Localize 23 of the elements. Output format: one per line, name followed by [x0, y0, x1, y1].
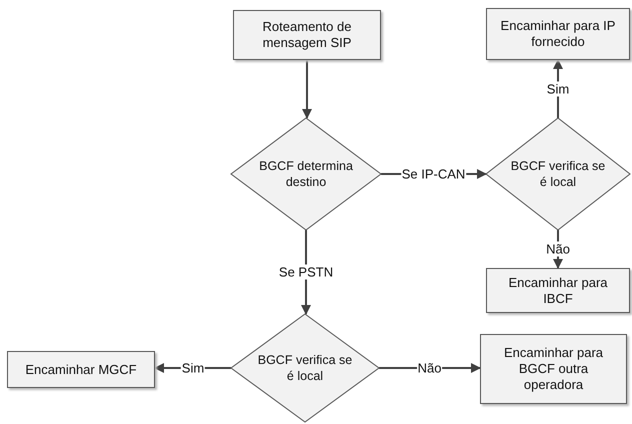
- node-text: Encaminhar para IBCF: [508, 274, 608, 306]
- decision-diamond: [486, 118, 630, 230]
- edge-label: Não: [416, 360, 442, 376]
- edge-label: Sim: [180, 360, 206, 376]
- node-text: Encaminhar MGCF: [25, 362, 137, 378]
- process-box: [486, 8, 630, 60]
- edge-label: Sim: [546, 82, 570, 96]
- node-text: BGCF verifica se é local: [256, 352, 354, 384]
- node-text: Encaminhar para BGCF outra operadora: [503, 345, 604, 393]
- process-box: [480, 334, 627, 404]
- node-text: Roteamento de mensagem SIP: [262, 19, 352, 51]
- edge-label: Se IP-CAN: [400, 166, 466, 182]
- edge-label: Não: [545, 242, 571, 256]
- process-box: [233, 10, 381, 60]
- decision-diamond: [231, 118, 381, 230]
- node-text: BGCF verifica se é local: [510, 158, 606, 190]
- node-text: Encaminhar para IP fornecido: [500, 18, 616, 50]
- decision-diamond: [231, 314, 379, 422]
- process-box: [7, 351, 155, 388]
- arrow: [302, 60, 312, 119]
- process-box: [486, 268, 630, 313]
- edge-label: Se PSTN: [278, 264, 334, 280]
- node-text: BGCF determina destino: [258, 158, 354, 190]
